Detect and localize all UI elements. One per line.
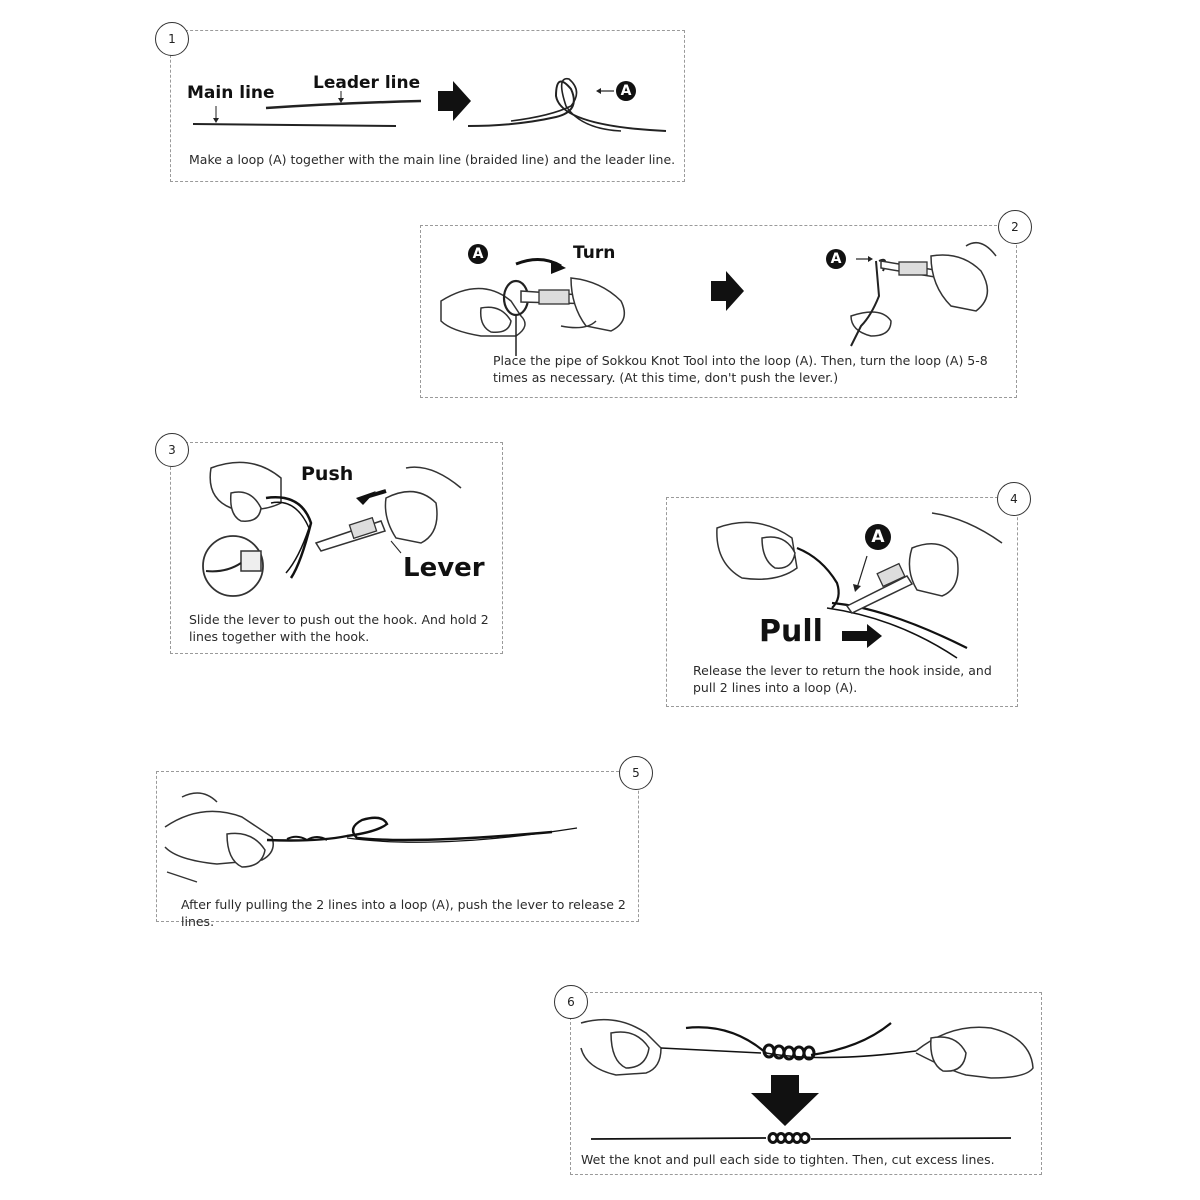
right-arrow-icon bbox=[842, 624, 882, 648]
step-2-illustration bbox=[440, 241, 997, 356]
push-label: Push bbox=[301, 463, 354, 485]
loop-marker-a-right: A bbox=[826, 249, 846, 269]
step-5-badge: 5 bbox=[619, 756, 653, 790]
main-line-label: Main line bbox=[187, 83, 275, 103]
step-1-panel: Main line Leader line A Make a loop (A) … bbox=[170, 30, 685, 182]
right-arrow-icon bbox=[711, 271, 744, 311]
down-arrow-icon bbox=[751, 1075, 819, 1126]
turn-label: Turn bbox=[573, 243, 616, 263]
step-6-panel: Wet the knot and pull each side to tight… bbox=[570, 992, 1042, 1175]
step-3-badge: 3 bbox=[155, 433, 189, 467]
knot-coils bbox=[762, 1043, 816, 1061]
step-4-panel: A Pull Release the lever to return the h… bbox=[666, 497, 1018, 707]
pull-label: Pull bbox=[759, 614, 823, 649]
step-4-badge: 4 bbox=[997, 482, 1031, 516]
step-5-illustration bbox=[164, 792, 578, 883]
step-3-panel: Push Lever Slide the lever to push out t… bbox=[170, 442, 503, 654]
step-6-illustration bbox=[580, 1018, 1034, 1144]
step-4-caption: Release the lever to return the hook ins… bbox=[693, 663, 992, 695]
step-5-panel: After fully pulling the 2 lines into a l… bbox=[156, 771, 639, 929]
step-3-caption: Slide the lever to push out the hook. An… bbox=[189, 612, 489, 644]
step-3-illustration bbox=[202, 461, 462, 597]
loop-marker-a: A bbox=[616, 81, 636, 101]
step-1-caption: Make a loop (A) together with the main l… bbox=[189, 152, 676, 167]
step-6-caption: Wet the knot and pull each side to tight… bbox=[581, 1152, 995, 1167]
step-1-illustration bbox=[192, 77, 667, 132]
step-5-caption: After fully pulling the 2 lines into a l… bbox=[181, 897, 626, 929]
step-6-badge: 6 bbox=[554, 985, 588, 1019]
right-arrow-icon bbox=[438, 81, 471, 121]
step-1-badge: 1 bbox=[155, 22, 189, 56]
leader-line-label: Leader line bbox=[313, 73, 421, 93]
loop-marker-a: A bbox=[865, 524, 891, 550]
lever-label: Lever bbox=[403, 553, 485, 583]
step-2-panel: A Turn A Place the pipe of Sokkou Knot T… bbox=[420, 225, 1017, 398]
step-4-illustration bbox=[716, 512, 1003, 659]
step-2-badge: 2 bbox=[998, 210, 1032, 244]
loop-marker-a-left: A bbox=[468, 244, 488, 264]
step-2-caption: Place the pipe of Sokkou Knot Tool into … bbox=[493, 353, 988, 385]
